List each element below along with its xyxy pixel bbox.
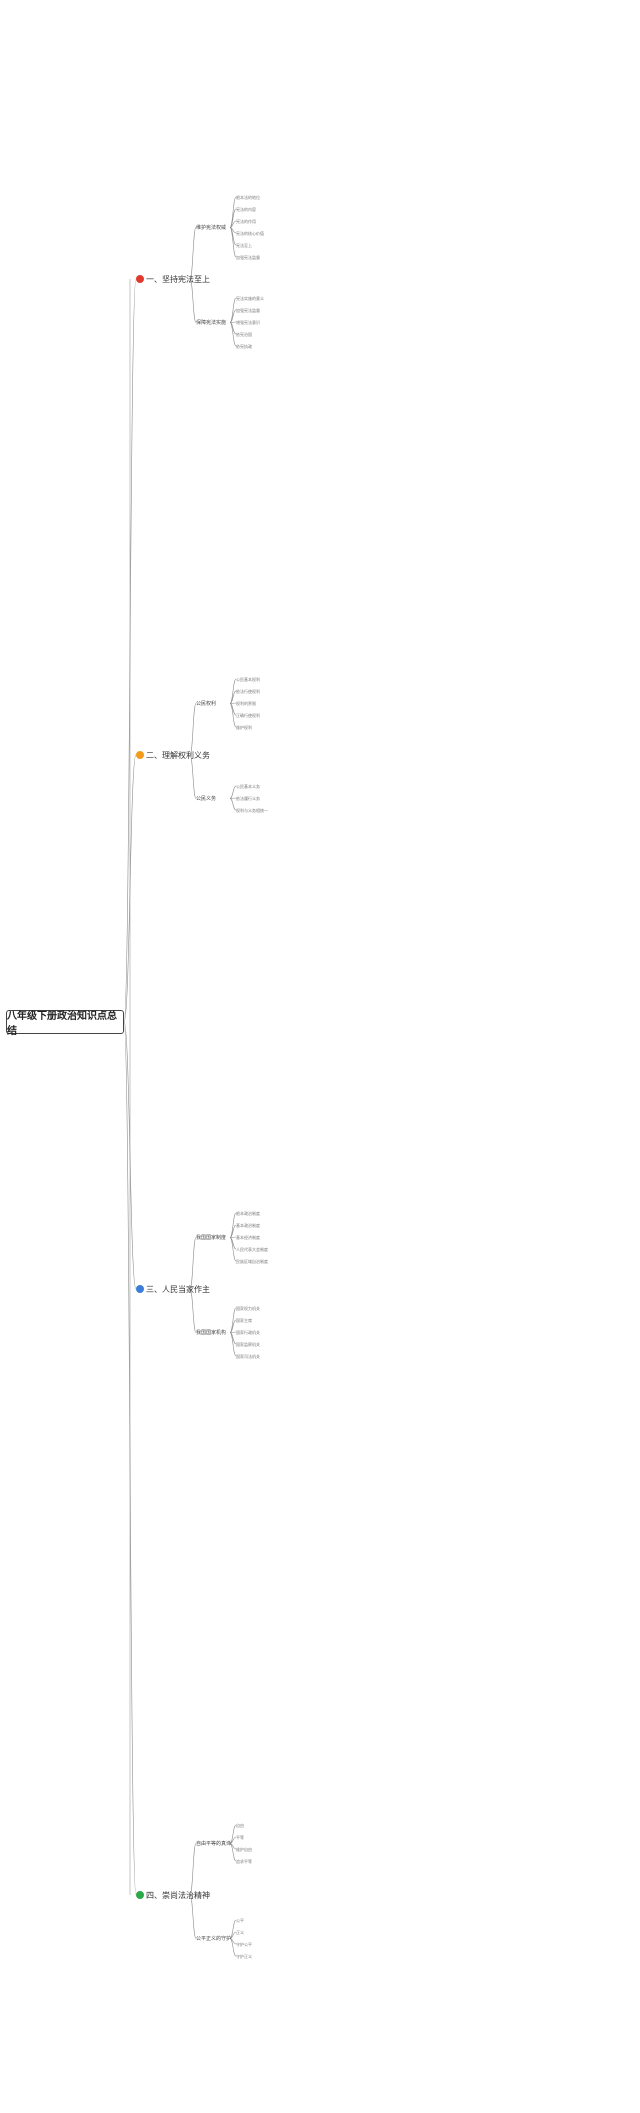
- leaf-topic: 权利的界限: [236, 700, 256, 706]
- leaf-connector: [229, 1836, 237, 1844]
- leaf-connector: [229, 322, 237, 347]
- leaf-connector: [229, 1843, 237, 1862]
- section-label: 三、人民当家作主: [146, 1284, 210, 1294]
- leaf-topic: 根本政治制度: [236, 1210, 260, 1216]
- leaf-topic: 国家监察机关: [236, 1341, 260, 1347]
- leaf-topic: 正义: [236, 1929, 244, 1935]
- leaf-topic: 加强宪法监督: [236, 307, 260, 313]
- leaf-topic: 国家权力机关: [236, 1305, 260, 1311]
- leaf-connector: [229, 227, 237, 258]
- leaf-topic: 加强宪法监督: [236, 254, 260, 260]
- section-dot-icon: [136, 751, 144, 759]
- leaf-connector: [229, 798, 237, 811]
- section-connector: [189, 278, 197, 323]
- leaf-topic: 公平: [236, 1917, 244, 1923]
- leaf-connector: [229, 309, 237, 323]
- section-2: 二、理解权利义务: [136, 748, 210, 762]
- leaf-topic: 增强宪法意识: [236, 319, 260, 325]
- section-dot-icon: [136, 1285, 144, 1293]
- leaf-topic: 国家司法机关: [236, 1353, 260, 1359]
- subtopic: 公平正义的守护: [196, 1935, 232, 1942]
- leaf-connector: [229, 1332, 237, 1357]
- leaf-topic: 根本法的地位: [236, 194, 260, 200]
- leaf-topic: 宪法的作用: [236, 218, 256, 224]
- subtopic: 保障宪法实施: [196, 319, 227, 326]
- leaf-topic: 宪法的内容: [236, 206, 256, 212]
- leaf-topic: 守护公平: [236, 1941, 252, 1947]
- leaf-topic: 依宪执政: [236, 343, 252, 349]
- root-topic: 八年级下册政治知识点总结: [6, 1010, 124, 1037]
- subtopic: 我国国家机构: [196, 1329, 227, 1336]
- leaf-topic: 国家行政机关: [236, 1329, 260, 1335]
- leaf-topic: 自由: [236, 1822, 244, 1828]
- leaf-topic: 国家主席: [236, 1317, 252, 1323]
- leaf-connector: [229, 1319, 237, 1333]
- leaf-topic: 依法履行义务: [236, 795, 260, 801]
- leaf-topic: 人民代表大会制度: [236, 1246, 268, 1252]
- subtopic: 公民权利: [196, 700, 217, 707]
- leaf-topic: 宪法至上: [236, 242, 252, 248]
- leaf-topic: 维护权利: [236, 724, 252, 730]
- section-dot-icon: [136, 1891, 144, 1899]
- leaf-connector: [229, 1824, 237, 1844]
- leaf-topic: 正确行使权利: [236, 712, 260, 718]
- leaf-connector: [229, 1224, 237, 1238]
- section-dot-icon: [136, 275, 144, 283]
- section-connector: [189, 703, 197, 756]
- section-connector: [189, 1843, 197, 1896]
- leaf-connector: [229, 1938, 237, 1957]
- leaf-topic: 公民基本权利: [236, 676, 260, 682]
- leaf-topic: 守护正义: [236, 1953, 252, 1959]
- leaf-connector: [229, 785, 237, 799]
- section-connector: [189, 1288, 197, 1333]
- leaf-topic: 民族区域自治制度: [236, 1258, 268, 1264]
- subtopic: 维护宪法权威: [196, 224, 227, 231]
- leaf-connector: [229, 703, 237, 728]
- leaf-connector: [229, 690, 237, 704]
- section-4: 四、崇尚法治精神: [136, 1888, 210, 1902]
- leaf-topic: 平等: [236, 1834, 244, 1840]
- section-connector: [189, 227, 197, 280]
- section-label: 二、理解权利义务: [146, 750, 210, 760]
- subtopic: 自由平等的真谛: [196, 1840, 232, 1847]
- leaf-topic: 宪法实施的意义: [236, 295, 264, 301]
- leaf-topic: 权利与义务相统一: [236, 807, 268, 813]
- subtopic: 我国国家制度: [196, 1234, 227, 1241]
- subtopic: 公民义务: [196, 795, 217, 802]
- leaf-topic: 维护自由: [236, 1846, 252, 1852]
- leaf-connector: [229, 1931, 237, 1939]
- leaf-connector: [229, 1919, 237, 1939]
- leaf-connector: [229, 220, 237, 228]
- leaf-topic: 公民基本义务: [236, 783, 260, 789]
- leaf-topic: 基本经济制度: [236, 1234, 260, 1240]
- leaf-connector: [229, 208, 237, 228]
- leaf-topic: 追求平等: [236, 1858, 252, 1864]
- leaf-connector: [229, 1237, 237, 1262]
- section-1: 一、坚持宪法至上: [136, 272, 210, 286]
- section-connector: [189, 1894, 197, 1939]
- section-3: 三、人民当家作主: [136, 1282, 210, 1296]
- leaf-topic: 依宪治国: [236, 331, 252, 337]
- leaf-topic: 依法行使权利: [236, 688, 260, 694]
- section-connector: [189, 1237, 197, 1290]
- section-connector: [189, 754, 197, 799]
- leaf-topic: 宪法的核心价值: [236, 230, 264, 236]
- section-label: 一、坚持宪法至上: [146, 274, 210, 284]
- leaf-topic: 基本政治制度: [236, 1222, 260, 1228]
- section-label: 四、崇尚法治精神: [146, 1890, 210, 1900]
